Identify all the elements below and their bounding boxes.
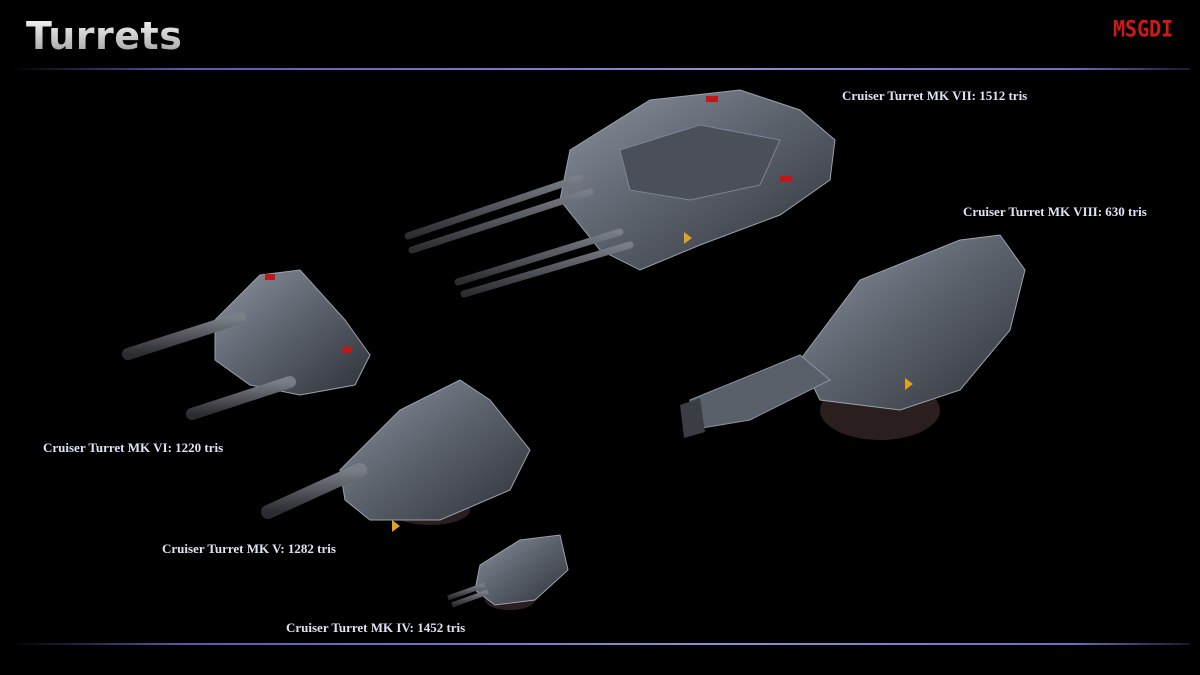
top-divider <box>10 68 1190 70</box>
turret-mk-v-render <box>261 379 531 532</box>
turret-mk-iv-label: Cruiser Turret MK IV: 1452 tris <box>286 620 466 635</box>
bottom-divider <box>10 643 1190 645</box>
turret-mk-viii-render <box>680 234 1026 440</box>
turret-mk-vi-render <box>122 269 371 420</box>
turret-mk-viii-label: Cruiser Turret MK VIII: 630 tris <box>963 204 1147 219</box>
slide-title: Turrets <box>26 14 183 58</box>
turret-mk-vii-render <box>404 89 836 298</box>
msgdi-logo: MSGDI <box>1113 15 1174 43</box>
turret-mk-vii-label: Cruiser Turret MK VII: 1512 tris <box>842 88 1028 103</box>
turret-mk-vi-label: Cruiser Turret MK VI: 1220 tris <box>43 440 224 455</box>
turret-mk-iv-render <box>447 534 569 610</box>
turret-mk-v-label: Cruiser Turret MK V: 1282 tris <box>162 541 336 556</box>
